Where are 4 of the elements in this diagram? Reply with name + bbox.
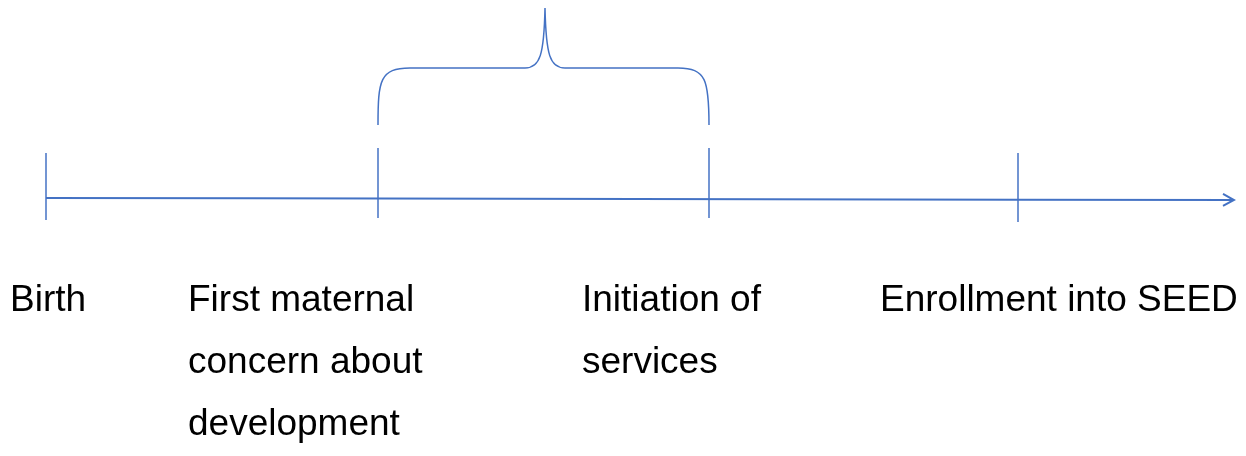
timeline-event-label: Enrollment into SEED (880, 277, 1239, 321)
timeline-event-label: Initiation of services (582, 277, 762, 383)
timeline-event-label: First maternal concern about development (188, 277, 424, 445)
timeline-event-label: Birth (10, 277, 88, 321)
